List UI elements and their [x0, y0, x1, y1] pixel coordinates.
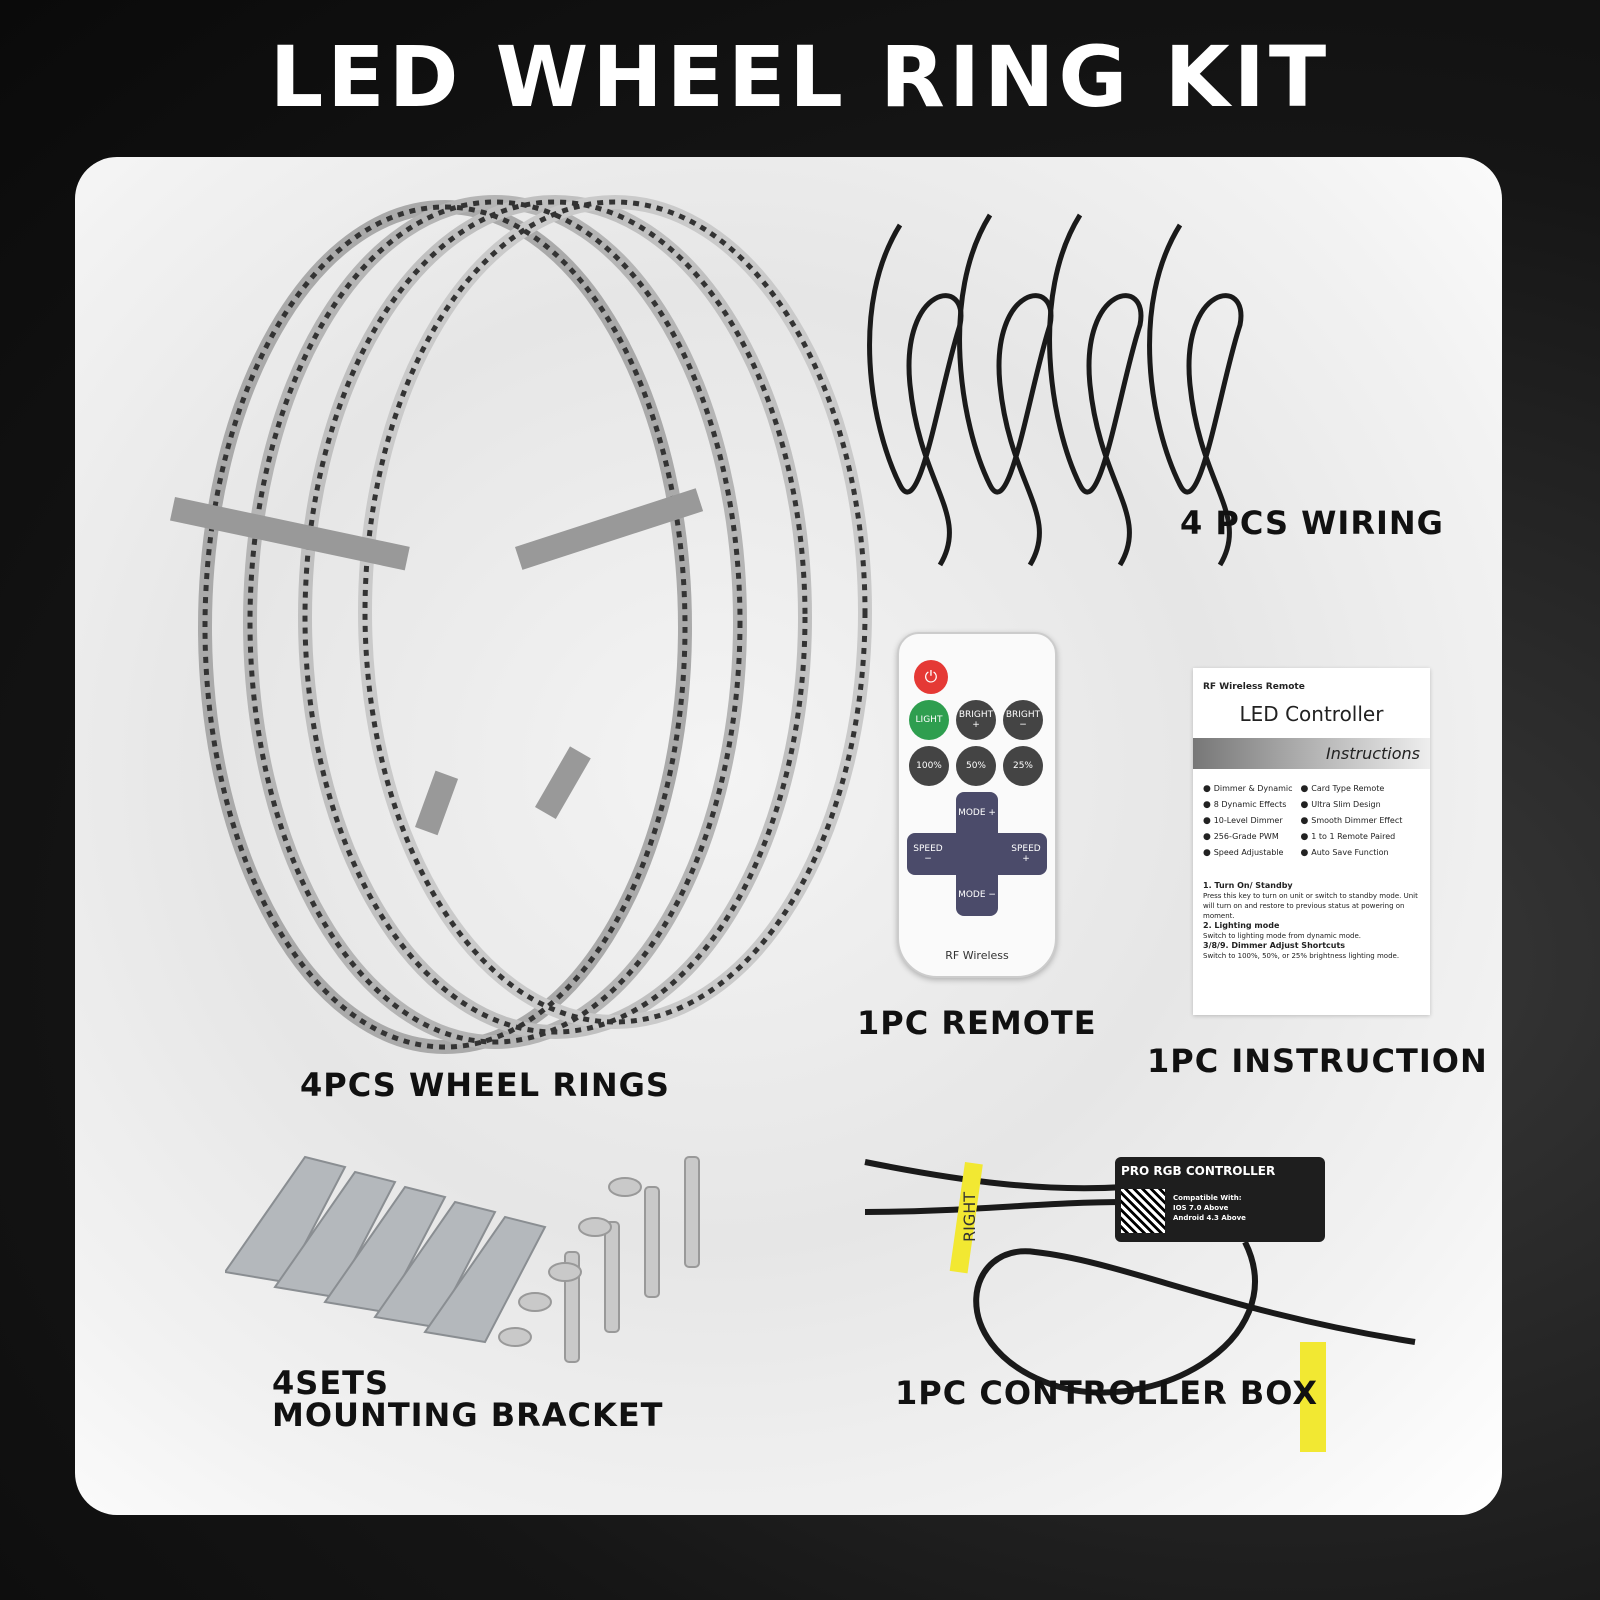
remote-button-bright-down: BRIGHT − — [1003, 700, 1043, 740]
controller-label: 1PC CONTROLLER BOX — [895, 1374, 1319, 1412]
instruction-label: 1PC INSTRUCTION — [1147, 1042, 1488, 1080]
bracket-label-line1: 4SETS — [272, 1364, 390, 1402]
qr-code-icon — [1121, 1189, 1165, 1233]
step-title: 2. Lighting mode — [1203, 921, 1280, 930]
remote-button-100: 100% — [909, 746, 949, 786]
remote-control: ⏻ LIGHT BRIGHT + BRIGHT − 100% 50% 25% M… — [897, 632, 1057, 978]
sheet-title: LED Controller — [1239, 702, 1384, 726]
compat-android: Android 4.3 Above — [1173, 1214, 1246, 1222]
feature-item: Smooth Dimmer Effect — [1301, 813, 1402, 829]
controller-brand: PRO RGB CONTROLLER — [1121, 1164, 1276, 1178]
feature-item: Auto Save Function — [1301, 845, 1403, 861]
wheel-rings-label: 4PCS WHEEL RINGS — [300, 1066, 670, 1104]
power-icon: ⏻ — [914, 660, 948, 694]
feature-item: 1 to 1 Remote Paired — [1301, 829, 1403, 845]
sheet-header: RF Wireless Remote — [1203, 682, 1305, 692]
feature-item: 10-Level Dimmer — [1203, 813, 1293, 829]
step-title: 3/8/9. Dimmer Adjust Shortcuts — [1203, 941, 1346, 950]
feature-item: Card Type Remote — [1301, 781, 1403, 797]
step-text: Press this key to turn on unit or switch… — [1203, 892, 1418, 920]
feature-item: 8 Dynamic Effects — [1203, 797, 1293, 813]
remote-button-25: 25% — [1003, 746, 1043, 786]
wire-tag — [949, 1162, 983, 1274]
mounting-bracket-image — [225, 1155, 700, 1363]
sheet-subtitle: Instructions — [1193, 738, 1430, 769]
sheet-features: Dimmer & Dynamic 8 Dynamic Effects 10-Le… — [1203, 781, 1420, 861]
feature-item: Dimmer & Dynamic — [1203, 781, 1293, 797]
remote-label: 1PC REMOTE — [857, 1004, 1097, 1042]
wiring-image — [867, 213, 1244, 567]
remote-button-light: LIGHT — [909, 700, 949, 740]
remote-button-mode-down: MODE − — [958, 890, 996, 900]
feature-item: Speed Adjustable — [1203, 845, 1293, 861]
remote-button-bright-up: BRIGHT + — [956, 700, 996, 740]
remote-dpad — [907, 833, 1047, 875]
remote-button-speed-down: SPEED − — [913, 844, 943, 864]
controller-box: PRO RGB CONTROLLER Compatible With: IOS … — [1115, 1157, 1325, 1242]
compat-title: Compatible With: — [1173, 1194, 1242, 1202]
remote-button-mode-up: MODE + — [958, 808, 996, 818]
controller-cables-image: RIGHT — [864, 1159, 1416, 1452]
page-title: LED WHEEL RING KIT — [269, 28, 1331, 126]
remote-button-speed-up: SPEED + — [1011, 844, 1041, 864]
wiring-label: 4 PCS WIRING — [1180, 504, 1444, 542]
step-title: 1. Turn On/ Standby — [1203, 881, 1293, 890]
feature-item: 256-Grade PWM — [1203, 829, 1293, 845]
wheel-rings-image — [170, 195, 872, 1054]
instruction-sheet: RF Wireless Remote LED Controller Instru… — [1193, 668, 1430, 1015]
compat-ios: IOS 7.0 Above — [1173, 1204, 1229, 1212]
step-text: Switch to lighting mode from dynamic mod… — [1203, 932, 1362, 940]
wire-tag-text: RIGHT — [960, 1192, 979, 1242]
remote-footer: RF Wireless — [945, 949, 1009, 962]
feature-item: Ultra Slim Design — [1301, 797, 1403, 813]
step-text: Switch to 100%, 50%, or 25% brightness l… — [1203, 952, 1400, 960]
remote-button-50: 50% — [956, 746, 996, 786]
bracket-label-line2: MOUNTING BRACKET — [272, 1396, 664, 1434]
product-panel: 4PCS WHEEL RINGS 4 PCS WIRING ⏻ LIGHT BR… — [75, 157, 1502, 1515]
